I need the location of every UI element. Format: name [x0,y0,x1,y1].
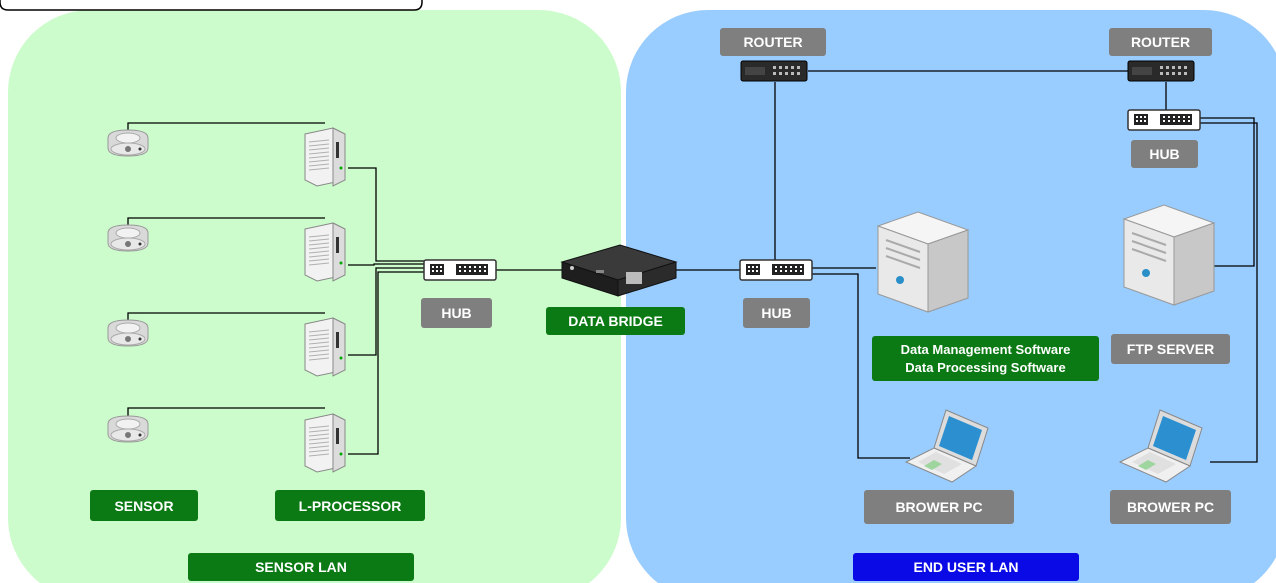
router-label-right: ROUTER [1109,28,1212,56]
server-icon [1123,204,1215,306]
end-user-lan-label: END USER LAN [853,553,1079,581]
hub-icon [423,259,497,281]
l-processor-label: L-PROCESSOR [275,490,425,521]
sensor-lan-area [8,10,621,583]
sensor-icon [107,129,149,157]
l-processor-icon [304,222,346,282]
router-label-left: ROUTER [720,28,826,56]
title-bracket [0,0,423,11]
software-label-line1: Data Management Software [900,341,1071,357]
data-bridge-label: DATA BRIDGE [546,307,685,335]
l-processor-icon [304,413,346,473]
brower-pc-label-right: BROWER PC [1110,490,1231,524]
ftp-server-label: FTP SERVER [1111,334,1230,364]
router-icon [740,60,808,82]
hub-label-center: HUB [743,298,810,328]
hub-icon [1127,109,1201,131]
hub-icon [739,259,813,281]
router-icon [1127,60,1195,82]
hub-label-sensor: HUB [421,298,492,328]
sensor-icon [107,224,149,252]
data-bridge-icon [560,244,678,297]
server-icon [877,211,969,313]
software-label-line2: Data Processing Software [905,359,1066,375]
sensor-icon [107,415,149,443]
l-processor-icon [304,127,346,187]
software-label: Data Management Software Data Processing… [872,336,1099,381]
l-processor-icon [304,317,346,377]
brower-pc-label-left: BROWER PC [864,490,1014,524]
sensor-icon [107,319,149,347]
sensor-label: SENSOR [90,490,198,521]
sensor-lan-label: SENSOR LAN [188,553,414,581]
hub-label-right: HUB [1131,140,1198,168]
